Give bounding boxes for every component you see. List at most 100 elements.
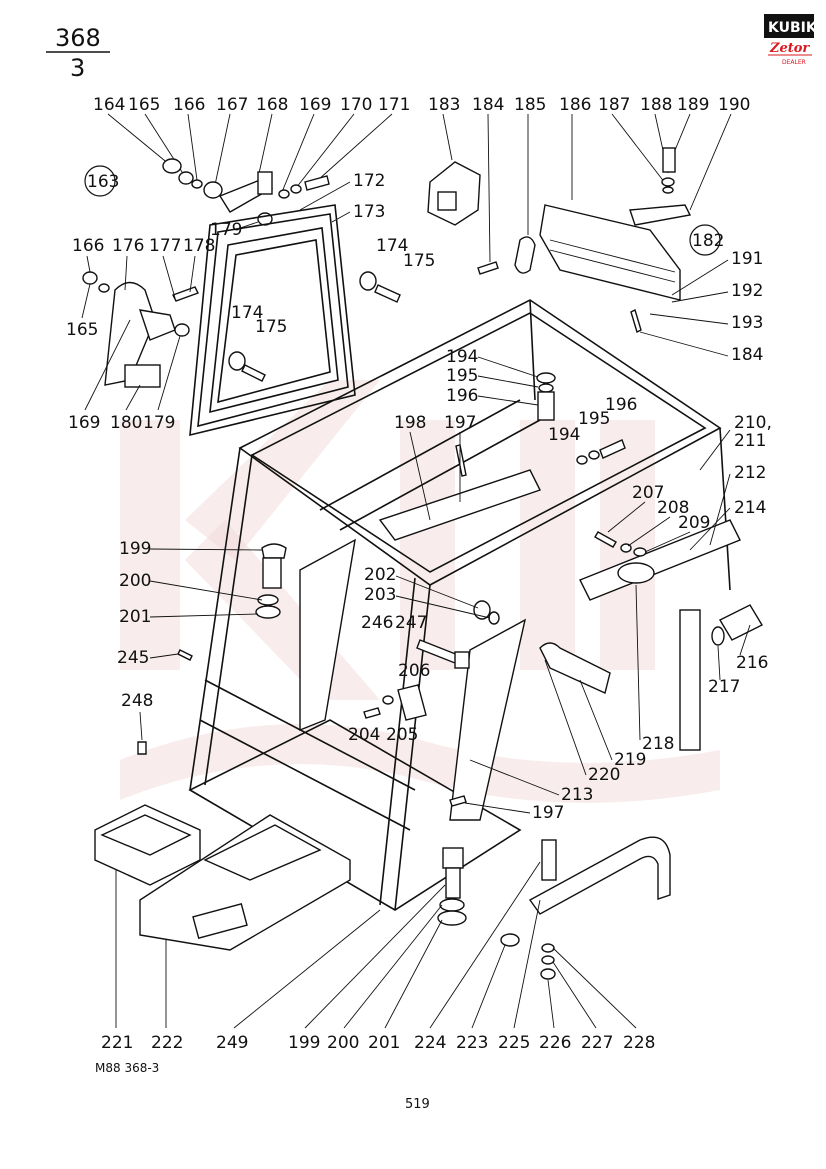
label-206: 206 <box>398 661 430 681</box>
page-number-bottom: 3 <box>70 54 85 82</box>
label-226: 226 <box>539 1033 571 1053</box>
logo-brand: KUBIK <box>768 20 818 36</box>
label-188: 188 <box>640 95 672 115</box>
label-172: 172 <box>353 171 385 191</box>
label-200-a: 200 <box>119 571 151 591</box>
label-195-b: 195 <box>578 409 610 429</box>
label-198: 198 <box>394 413 426 433</box>
kubik-zetor-logo: KUBIK Zetor DEALER <box>764 14 818 66</box>
window-fasteners <box>228 271 401 382</box>
mid-labels: 194 195 196 197 198 194 195 196 210, 211… <box>117 347 772 823</box>
label-221: 221 <box>101 1033 133 1053</box>
logo-tag: DEALER <box>782 59 806 66</box>
label-182: 182 <box>692 231 724 251</box>
label-220: 220 <box>588 765 620 785</box>
label-179-left: 179 <box>143 413 175 433</box>
label-199-a: 199 <box>119 539 151 559</box>
label-169: 169 <box>299 95 331 115</box>
door-window-frame <box>189 204 356 437</box>
mid-leader-lines <box>139 356 751 814</box>
label-202: 202 <box>364 565 396 585</box>
label-207: 207 <box>632 483 664 503</box>
label-217: 217 <box>708 677 740 697</box>
bottom-labels: 221 222 249 199 200 201 224 223 225 226 … <box>101 1033 655 1053</box>
label-219: 219 <box>614 750 646 770</box>
bottom-components <box>94 804 671 980</box>
label-174-b: 174 <box>231 303 263 323</box>
label-170: 170 <box>340 95 372 115</box>
label-227: 227 <box>581 1033 613 1053</box>
label-248: 248 <box>121 691 153 711</box>
label-211: 211 <box>734 431 766 451</box>
label-214: 214 <box>734 498 766 518</box>
label-249: 249 <box>216 1033 248 1053</box>
top-labels: 164 165 166 167 168 169 170 171 183 184 … <box>93 95 750 115</box>
label-197-b: 197 <box>532 803 564 823</box>
bottom-leader-lines <box>115 861 637 1029</box>
label-196-a: 196 <box>446 386 478 406</box>
label-201-b: 201 <box>368 1033 400 1053</box>
left-leader-lines <box>81 255 196 411</box>
label-225: 225 <box>498 1033 530 1053</box>
label-180: 180 <box>110 413 142 433</box>
label-174-a: 174 <box>376 236 408 256</box>
label-197-a: 197 <box>444 413 476 433</box>
label-193: 193 <box>731 313 763 333</box>
label-247: 247 <box>395 613 427 633</box>
label-200-b: 200 <box>327 1033 359 1053</box>
label-186: 186 <box>559 95 591 115</box>
label-175-a: 175 <box>403 251 435 271</box>
label-223: 223 <box>456 1033 488 1053</box>
label-201-a: 201 <box>119 607 151 627</box>
label-224: 224 <box>414 1033 446 1053</box>
label-185: 185 <box>514 95 546 115</box>
label-164: 164 <box>93 95 125 115</box>
label-169-left: 169 <box>68 413 100 433</box>
label-183: 183 <box>428 95 460 115</box>
label-194-b: 194 <box>548 425 580 445</box>
label-166: 166 <box>173 95 205 115</box>
label-210: 210, <box>734 413 772 433</box>
label-175-b: 175 <box>255 317 287 337</box>
label-187: 187 <box>598 95 630 115</box>
label-165-left: 165 <box>66 320 98 340</box>
label-208: 208 <box>657 498 689 518</box>
label-184-right: 184 <box>731 345 763 365</box>
callout-circle-163 <box>84 165 116 197</box>
page-number-top: 368 <box>55 24 101 52</box>
drawing-code: M88 368-3 <box>95 1061 159 1075</box>
label-163: 163 <box>87 172 119 192</box>
right-leader-lines-top <box>639 259 729 357</box>
label-246: 246 <box>361 613 393 633</box>
label-194-a: 194 <box>446 347 478 367</box>
label-204: 204 <box>348 725 380 745</box>
logo-sub: Zetor <box>769 41 810 56</box>
label-228: 228 <box>623 1033 655 1053</box>
hinge-parts-top <box>162 158 330 226</box>
label-184: 184 <box>472 95 504 115</box>
label-212: 212 <box>734 463 766 483</box>
label-199-b: 199 <box>288 1033 320 1053</box>
label-177: 177 <box>149 236 181 256</box>
label-192: 192 <box>731 281 763 301</box>
label-173: 173 <box>353 202 385 222</box>
label-196-b: 196 <box>605 395 637 415</box>
label-168: 168 <box>256 95 288 115</box>
cab-frame <box>188 299 731 911</box>
label-166-left: 166 <box>72 236 104 256</box>
label-245: 245 <box>117 648 149 668</box>
label-165: 165 <box>128 95 160 115</box>
label-190: 190 <box>718 95 750 115</box>
label-176: 176 <box>112 236 144 256</box>
label-167: 167 <box>216 95 248 115</box>
label-222: 222 <box>151 1033 183 1053</box>
label-191: 191 <box>731 249 763 269</box>
hinge-assembly-left <box>82 271 199 388</box>
page-footer-number: 519 <box>405 1097 430 1112</box>
label-203: 203 <box>364 585 396 605</box>
label-195-a: 195 <box>446 366 478 386</box>
label-213: 213 <box>561 785 593 805</box>
callout-circle-182 <box>689 224 721 256</box>
